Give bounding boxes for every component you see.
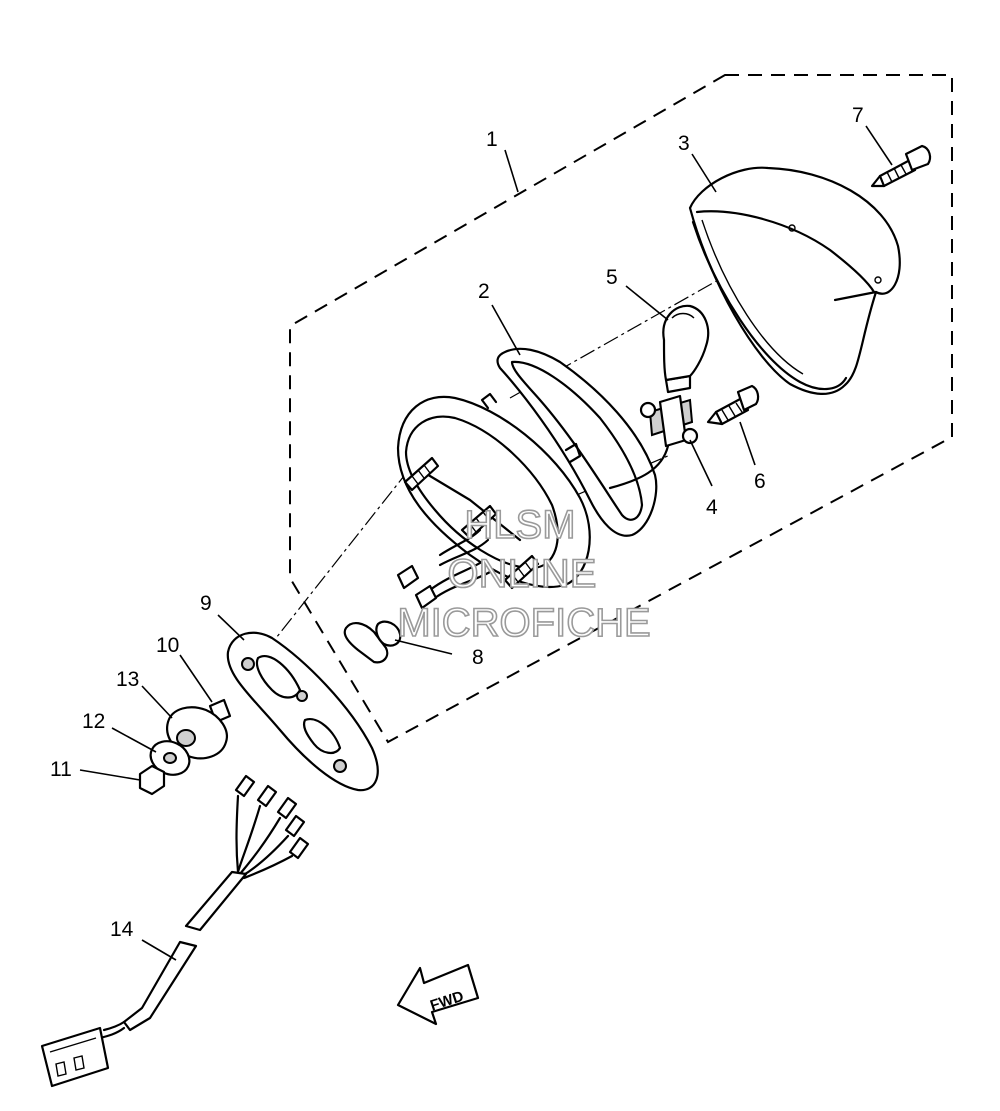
leader-6 [739, 421, 756, 466]
watermark-line-1: HLSM [464, 503, 575, 547]
nut [138, 764, 166, 796]
assembly-axis-bolts [264, 461, 416, 653]
leader-9 [217, 614, 245, 641]
leader-2 [491, 304, 521, 356]
callout-8: 8 [472, 646, 484, 669]
leader-10 [179, 654, 213, 703]
leader-8 [394, 639, 453, 655]
callout-1: 1 [486, 128, 498, 151]
gasket [496, 347, 658, 537]
assembly-axis-center [571, 454, 671, 498]
leader-12 [111, 727, 157, 753]
bulb-socket [608, 394, 699, 490]
leader-5 [625, 285, 669, 321]
callout-7: 7 [852, 104, 864, 127]
callout-6: 6 [754, 470, 766, 493]
callout-11: 11 [50, 758, 72, 781]
leader-14 [141, 939, 177, 961]
callout-13: 13 [116, 668, 139, 691]
base-plate [226, 631, 379, 792]
leader-13 [141, 685, 173, 719]
wire-harness [40, 774, 310, 1088]
callout-12: 12 [82, 710, 105, 733]
callout-10: 10 [156, 634, 179, 657]
bulb [662, 304, 710, 394]
leader-1 [504, 149, 519, 193]
leader-11 [79, 769, 141, 781]
lens [688, 166, 901, 395]
forward-arrow-icon: FWD [396, 963, 480, 1026]
watermark: HLSM ONLINE MICROFICHE [397, 502, 652, 646]
leader-4 [689, 439, 713, 487]
callout-2: 2 [478, 280, 490, 303]
callout-4: 4 [706, 496, 718, 519]
housing [396, 392, 591, 610]
grommet [343, 620, 402, 664]
screw-7 [870, 144, 932, 188]
callout-5: 5 [606, 266, 618, 289]
watermark-line-3: MICROFICHE [397, 601, 650, 645]
callout-14: 14 [110, 918, 134, 941]
assembly-boundary [289, 74, 953, 744]
leader-3 [691, 153, 717, 193]
callout-9: 9 [200, 592, 212, 615]
screw-6 [706, 384, 760, 426]
watermark-line-2: ONLINE [448, 552, 597, 596]
leader-7 [865, 125, 893, 166]
callout-3: 3 [678, 132, 690, 155]
